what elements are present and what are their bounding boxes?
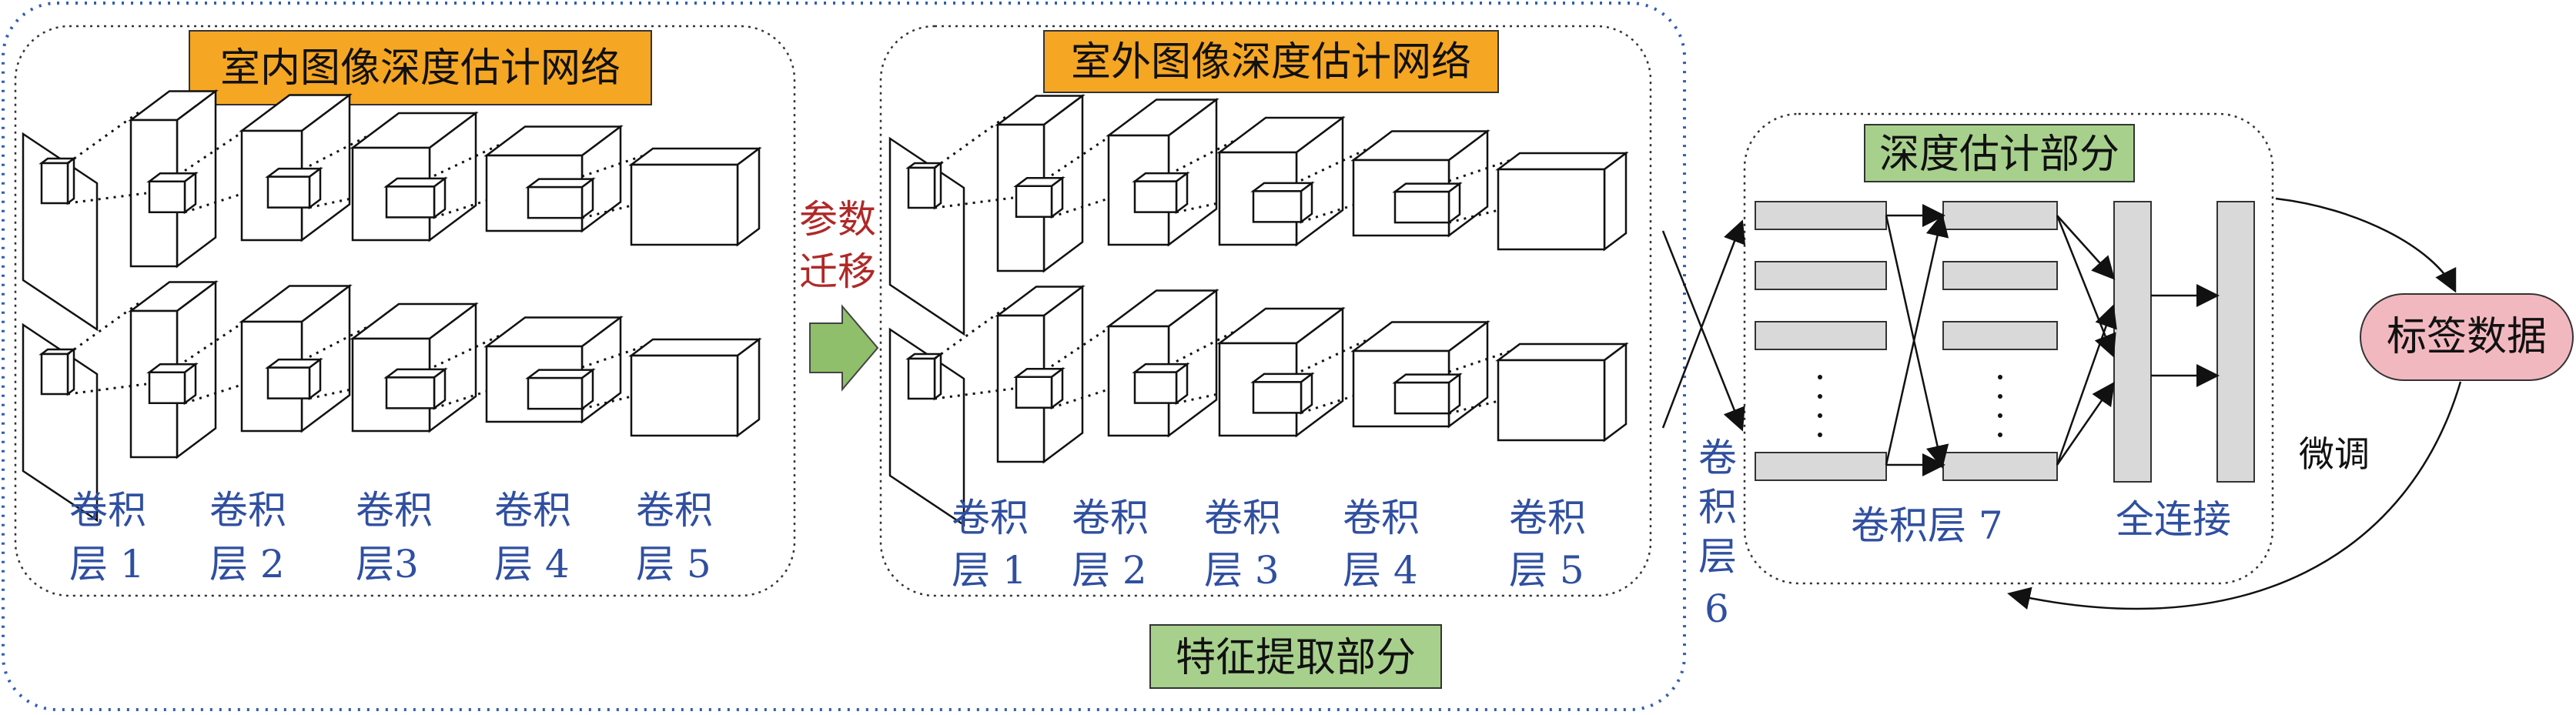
indoor-layer-5-line1: 卷积 — [636, 488, 713, 533]
indoor-layer-1-line1: 卷积 — [69, 488, 146, 533]
depth-estimation-panel — [1743, 112, 2274, 585]
outdoor-kernel-0-1 — [905, 161, 944, 210]
indoor-layer-labels: 卷积 层 1 卷积 层 2 卷积 层3 卷积 层 4 卷积 层 5 — [69, 488, 713, 586]
indoor-kernel-0-1 — [38, 156, 77, 205]
indoor-cube-5-2 — [628, 337, 762, 438]
conv7-label: 卷积层 7 — [1851, 503, 2003, 548]
right-arrow-icon — [809, 304, 879, 392]
outdoor-layer-1-line1: 卷积 — [952, 496, 1029, 540]
label-data: 标签数据 — [2387, 314, 2547, 360]
indoor-kernel-2-2 — [265, 357, 323, 401]
conv7-bar-a4 — [1755, 452, 1887, 481]
conv7-bar-b1 — [1942, 201, 2058, 230]
feature-extraction-title-box — [1149, 624, 1442, 689]
outdoor-layer-labels: 卷积 层 1 卷积 层 2 卷积 层 3 卷积 层 4 卷积 层 5 — [952, 496, 1586, 593]
conv7-bar-b2 — [1942, 261, 2058, 290]
indoor-layer-2-line2: 层 2 — [209, 542, 285, 586]
conv6-char-1: 卷 — [1698, 436, 1737, 480]
outdoor-layer-1-line2: 层 1 — [952, 548, 1027, 593]
indoor-layer-5-line2: 层 5 — [636, 542, 711, 586]
fully-connected-layers — [2056, 201, 2255, 483]
depth-estimation-title: 深度估计部分 — [1879, 132, 2119, 178]
outdoor-cube-5-2 — [1495, 342, 1629, 443]
outdoor-layer-2-line1: 卷积 — [1072, 496, 1149, 540]
indoor-layer-3-line2: 层3 — [356, 542, 419, 586]
outdoor-layer-4-line2: 层 4 — [1343, 548, 1418, 593]
outdoor-cube-3-1 — [1216, 115, 1346, 247]
indoor-kernel-0-2 — [38, 347, 77, 396]
outdoor-network-title-box — [1043, 30, 1499, 93]
fine-tune-arrow — [2007, 381, 2462, 610]
indoor-kernel-4-1 — [525, 177, 596, 220]
fc-bar-2 — [2216, 201, 2255, 483]
outdoor-kernel-2-2 — [1132, 362, 1190, 406]
conv7-bar-a1 — [1755, 201, 1887, 230]
indoor-cube-1-1 — [128, 89, 219, 269]
connection-arrows — [1661, 219, 1746, 432]
indoor-layer-4-line1: 卷积 — [494, 488, 571, 533]
depth-estimation-title-box — [1864, 124, 2135, 182]
indoor-kernel-3-1 — [383, 176, 448, 219]
outdoor-cube-3-2 — [1216, 306, 1346, 438]
fc-bar-1 — [2113, 201, 2152, 483]
outdoor-network-title: 室外图像深度估计网络 — [1071, 39, 1471, 85]
transfer-label-line1: 参数 — [799, 197, 876, 242]
indoor-layer-2-line1: 卷积 — [209, 488, 286, 533]
indoor-network-title: 室内图像深度估计网络 — [220, 45, 621, 92]
outdoor-kernel-1-2 — [1013, 366, 1066, 410]
indoor-cube-2-1 — [239, 93, 353, 242]
outdoor-network-panel — [879, 25, 1652, 597]
conv6-char-3: 层 — [1698, 534, 1737, 579]
transfer-label-line2: 迁移 — [799, 249, 876, 294]
fine-tune-label: 微调 — [2299, 433, 2370, 475]
conv7-bar-b4 — [1942, 452, 2058, 481]
full-connect-label: 全连接 — [2116, 497, 2231, 542]
feature-extraction-title: 特征提取部分 — [1176, 635, 1416, 681]
indoor-kernel-3-2 — [383, 367, 448, 410]
conv6-char-2: 积 — [1698, 485, 1737, 530]
indoor-layer-1-line2: 层 1 — [69, 542, 145, 586]
outdoor-layer-2-line2: 层 2 — [1072, 548, 1147, 593]
outdoor-cube-2-2 — [1106, 289, 1219, 438]
outdoor-layer-3-line2: 层 3 — [1204, 548, 1280, 593]
outdoor-cube-2-1 — [1106, 98, 1219, 247]
feature-extraction-group — [2, 2, 1686, 711]
indoor-kernel-4-2 — [525, 368, 596, 411]
outdoor-kernel-4-2 — [1392, 373, 1463, 416]
conv7-bar-a2 — [1755, 261, 1887, 290]
outdoor-layer-5-line1: 卷积 — [1509, 496, 1586, 540]
conv7-bars — [1755, 201, 2058, 481]
outdoor-kernel-0-2 — [905, 352, 944, 401]
label-data-box — [2360, 293, 2574, 381]
outdoor-kernel-3-2 — [1250, 372, 1315, 415]
indoor-layer-3-line1: 卷积 — [356, 488, 433, 533]
conv6-char-4: 6 — [1705, 586, 1729, 631]
indoor-cube-3-2 — [350, 302, 479, 433]
indoor-kernel-1-2 — [146, 362, 199, 406]
outdoor-cube-5-1 — [1495, 151, 1629, 252]
outdoor-layer-3-line1: 卷积 — [1204, 496, 1281, 540]
outdoor-kernel-2-1 — [1132, 171, 1190, 215]
outdoor-layer-4-line1: 卷积 — [1343, 496, 1420, 540]
outdoor-kernel-1-1 — [1013, 175, 1066, 219]
indoor-cube-5-1 — [628, 146, 762, 247]
conv7-bar-b3 — [1942, 321, 2058, 350]
outdoor-kernel-3-1 — [1250, 181, 1315, 224]
indoor-cube-2-2 — [239, 284, 353, 433]
indoor-kernel-2-1 — [265, 166, 323, 210]
conv7-bar-a3 — [1755, 321, 1887, 350]
outdoor-kernel-4-1 — [1392, 182, 1463, 225]
indoor-network-title-box — [189, 30, 652, 105]
to-label-arrow — [2275, 197, 2457, 293]
indoor-cube-3-1 — [350, 111, 479, 242]
indoor-kernel-1-1 — [146, 171, 199, 215]
outdoor-layer-5-line2: 层 5 — [1509, 548, 1584, 593]
indoor-layer-4-line2: 层 4 — [494, 542, 570, 586]
